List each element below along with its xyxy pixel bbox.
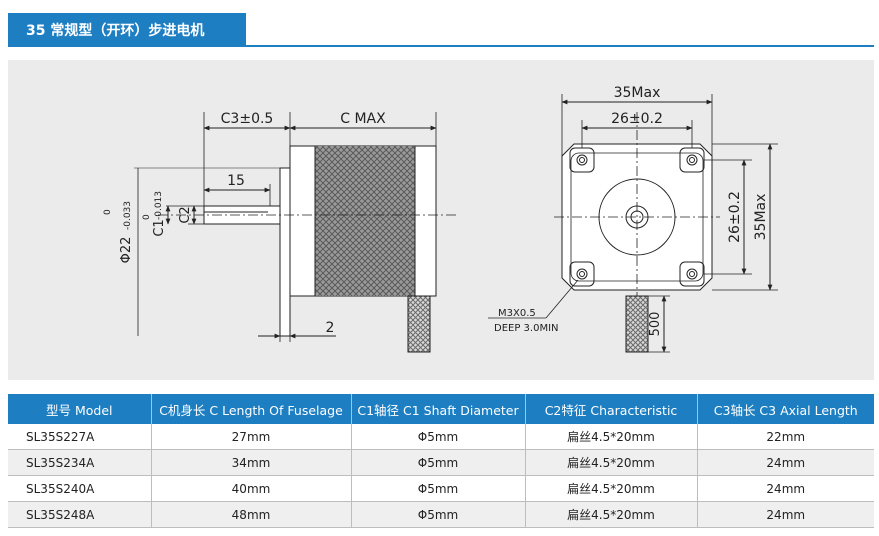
table-row: SL35S227A 27mm Φ5mm 扁丝4.5*20mm 22mm — [8, 424, 874, 450]
cell-c-length: 48mm — [150, 501, 351, 528]
side-view — [134, 112, 456, 353]
dim-lead-500: 500 — [648, 312, 663, 337]
cell-model: SL35S234A — [8, 449, 151, 476]
cell-model: SL35S248A — [8, 501, 151, 528]
header-c-length: C机身长 C Length Of Fuselage — [150, 394, 351, 424]
cell-c1-diameter: Φ5mm — [350, 424, 525, 450]
section-title-bar: 35 常规型（开环）步进电机 — [8, 13, 246, 45]
stator-hatch — [315, 146, 415, 296]
header-c1-diameter: C1轴径 C1 Shaft Diameter — [350, 394, 525, 424]
dim-phi22-tol-lower: -0.033 — [123, 201, 133, 230]
cell-c2-characteristic: 扁丝4.5*20mm — [524, 449, 697, 476]
cell-model: SL35S227A — [8, 424, 151, 450]
dim-c-max: C MAX — [340, 111, 386, 127]
dim-26-vertical: 26±0.2 — [727, 191, 743, 243]
table-row: SL35S234A 34mm Φ5mm 扁丝4.5*20mm 24mm — [8, 449, 874, 476]
header-c3-length: C3轴长 C3 Axial Length — [696, 394, 874, 424]
cell-c3-length: 24mm — [696, 449, 874, 476]
cell-c3-length: 24mm — [696, 475, 874, 502]
technical-drawing-panel: C3±0.5 C MAX 15 2 C2 C1 0 -0.013 Φ22 0 -… — [8, 60, 874, 380]
table-row: SL35S248A 48mm Φ5mm 扁丝4.5*20mm 24mm — [8, 501, 874, 528]
dim-c2: C2 — [178, 206, 193, 223]
title-underline — [8, 45, 874, 47]
section-title: 35 常规型（开环）步进电机 — [26, 23, 205, 39]
spec-table: 型号 Model C机身长 C Length Of Fuselage C1轴径 … — [8, 394, 874, 528]
dim-c1: C1 — [152, 219, 167, 236]
cell-c3-length: 24mm — [696, 501, 874, 528]
front-lead-wires — [625, 295, 649, 353]
front-view — [488, 94, 778, 353]
lead-wires — [407, 295, 431, 353]
dim-flange-2: 2 — [326, 320, 335, 336]
cell-c1-diameter: Φ5mm — [350, 501, 525, 528]
flange — [279, 167, 291, 337]
dim-35max-width: 35Max — [614, 85, 661, 101]
thread-note-line1: M3X0.5 — [498, 308, 536, 319]
header-model: 型号 Model — [8, 394, 151, 424]
table-row: SL35S240A 40mm Φ5mm 扁丝4.5*20mm 24mm — [8, 475, 874, 502]
dim-c3: C3±0.5 — [221, 111, 274, 127]
cell-model: SL35S240A — [8, 475, 151, 502]
dim-phi22: Φ22 — [119, 237, 134, 264]
technical-drawing: C3±0.5 C MAX 15 2 C2 C1 0 -0.013 Φ22 0 -… — [103, 85, 778, 353]
header-c2-characteristic: C2特征 Characteristic — [524, 394, 697, 424]
dim-26-horizontal: 26±0.2 — [611, 111, 663, 127]
dim-phi22-tol-upper: 0 — [103, 209, 113, 215]
table-header-row: 型号 Model C机身长 C Length Of Fuselage C1轴径 … — [8, 394, 874, 424]
cell-c2-characteristic: 扁丝4.5*20mm — [524, 475, 697, 502]
cell-c3-length: 22mm — [696, 424, 874, 450]
dim-15: 15 — [227, 173, 245, 189]
cell-c1-diameter: Φ5mm — [350, 475, 525, 502]
dim-c1-tol-upper: 0 — [142, 214, 152, 220]
cell-c-length: 34mm — [150, 449, 351, 476]
cell-c2-characteristic: 扁丝4.5*20mm — [524, 424, 697, 450]
cell-c-length: 40mm — [150, 475, 351, 502]
cell-c-length: 27mm — [150, 424, 351, 450]
cell-c2-characteristic: 扁丝4.5*20mm — [524, 501, 697, 528]
dim-c1-tol-lower: -0.013 — [154, 191, 164, 220]
front-view-labels: 35Max 26±0.2 26±0.2 35Max M3X0.5 DEEP 3.… — [494, 85, 769, 336]
thread-note-line2: DEEP 3.0MIN — [494, 323, 559, 334]
cell-c1-diameter: Φ5mm — [350, 449, 525, 476]
mount-hole-bl — [569, 261, 595, 287]
dim-35max-height: 35Max — [753, 194, 769, 241]
side-view-labels: C3±0.5 C MAX 15 2 C2 C1 0 -0.013 Φ22 0 -… — [103, 111, 386, 336]
